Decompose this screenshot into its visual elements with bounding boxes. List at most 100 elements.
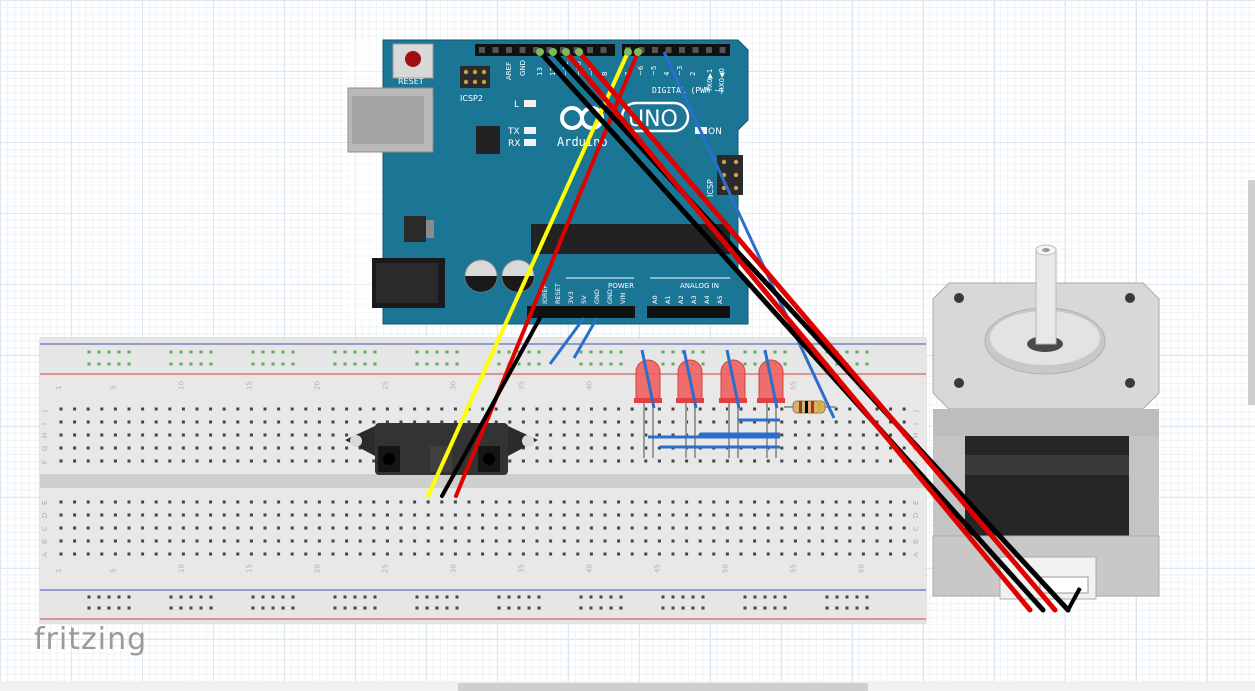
hole[interactable] [766,513,770,517]
hole[interactable] [889,407,893,411]
hole[interactable] [168,407,172,411]
hole[interactable] [59,513,63,517]
hole[interactable] [290,446,294,450]
wire-black-sensor[interactable] [440,316,542,498]
rail-hole[interactable] [517,595,521,599]
hole[interactable] [426,526,430,530]
hole[interactable] [521,420,525,424]
rail-hole[interactable] [763,606,767,610]
power-header[interactable] [527,306,635,318]
rail-hole[interactable] [579,350,583,354]
hole[interactable] [821,420,825,424]
rail-hole[interactable] [189,362,193,366]
hole[interactable] [535,539,539,543]
rail-hole[interactable] [691,595,695,599]
hole[interactable] [290,552,294,556]
rail-hole[interactable] [671,350,675,354]
hole[interactable] [399,420,403,424]
rail-hole[interactable] [97,350,101,354]
rail-hole[interactable] [343,362,347,366]
hole[interactable] [59,500,63,504]
hole[interactable] [603,433,607,437]
hole[interactable] [358,420,362,424]
hole[interactable] [86,420,90,424]
rail-hole[interactable] [179,362,183,366]
hole[interactable] [494,539,498,543]
hole[interactable] [671,407,675,411]
hole[interactable] [875,433,879,437]
hole[interactable] [372,459,376,463]
hole[interactable] [521,407,525,411]
hole[interactable] [793,526,797,530]
rail-hole[interactable] [251,350,255,354]
rail-hole[interactable] [281,350,285,354]
hole[interactable] [549,407,553,411]
hole[interactable] [440,526,444,530]
hole[interactable] [657,459,661,463]
hole[interactable] [181,539,185,543]
hole[interactable] [481,407,485,411]
hole[interactable] [100,459,104,463]
hole[interactable] [630,446,634,450]
hole[interactable] [644,459,648,463]
hole[interactable] [793,420,797,424]
hole[interactable] [358,526,362,530]
hole[interactable] [141,433,145,437]
rail-hole[interactable] [671,362,675,366]
rail-hole[interactable] [763,595,767,599]
hole[interactable] [385,552,389,556]
hole[interactable] [521,500,525,504]
hole[interactable] [236,446,240,450]
hole[interactable] [249,446,253,450]
hole[interactable] [413,526,417,530]
hole[interactable] [603,446,607,450]
rail-hole[interactable] [753,350,757,354]
hole[interactable] [100,433,104,437]
hole[interactable] [263,539,267,543]
hole[interactable] [100,539,104,543]
rail-hole[interactable] [209,595,213,599]
rail-hole[interactable] [333,595,337,599]
wires[interactable] [426,48,1082,613]
hole[interactable] [617,446,621,450]
hole[interactable] [698,526,702,530]
hole[interactable] [317,539,321,543]
hole[interactable] [902,513,906,517]
hole[interactable] [263,407,267,411]
red-led[interactable] [634,349,662,458]
hole[interactable] [549,526,553,530]
hole[interactable] [807,552,811,556]
hole[interactable] [617,526,621,530]
rail-hole[interactable] [743,350,747,354]
hole[interactable] [739,552,743,556]
hole[interactable] [372,552,376,556]
hole[interactable] [848,552,852,556]
rail-hole[interactable] [681,595,685,599]
hole[interactable] [181,526,185,530]
hole[interactable] [413,552,417,556]
rail-hole[interactable] [835,606,839,610]
hole[interactable] [168,539,172,543]
hole[interactable] [317,446,321,450]
hole[interactable] [222,552,226,556]
rail-hole[interactable] [855,595,859,599]
hole[interactable] [399,526,403,530]
rail-hole[interactable] [579,362,583,366]
hole[interactable] [481,539,485,543]
hole[interactable] [875,407,879,411]
rail-hole[interactable] [179,350,183,354]
rail-hole[interactable] [117,606,121,610]
hole[interactable] [494,407,498,411]
hole[interactable] [209,459,213,463]
horizontal-scrollbar[interactable] [458,683,868,691]
hole[interactable] [753,513,757,517]
hole[interactable] [317,526,321,530]
rail-hole[interactable] [271,350,275,354]
hole[interactable] [413,513,417,517]
rail-hole[interactable] [825,595,829,599]
rail-hole[interactable] [589,606,593,610]
hole[interactable] [657,433,661,437]
hole[interactable] [576,513,580,517]
hole[interactable] [59,552,63,556]
rail-hole[interactable] [373,595,377,599]
